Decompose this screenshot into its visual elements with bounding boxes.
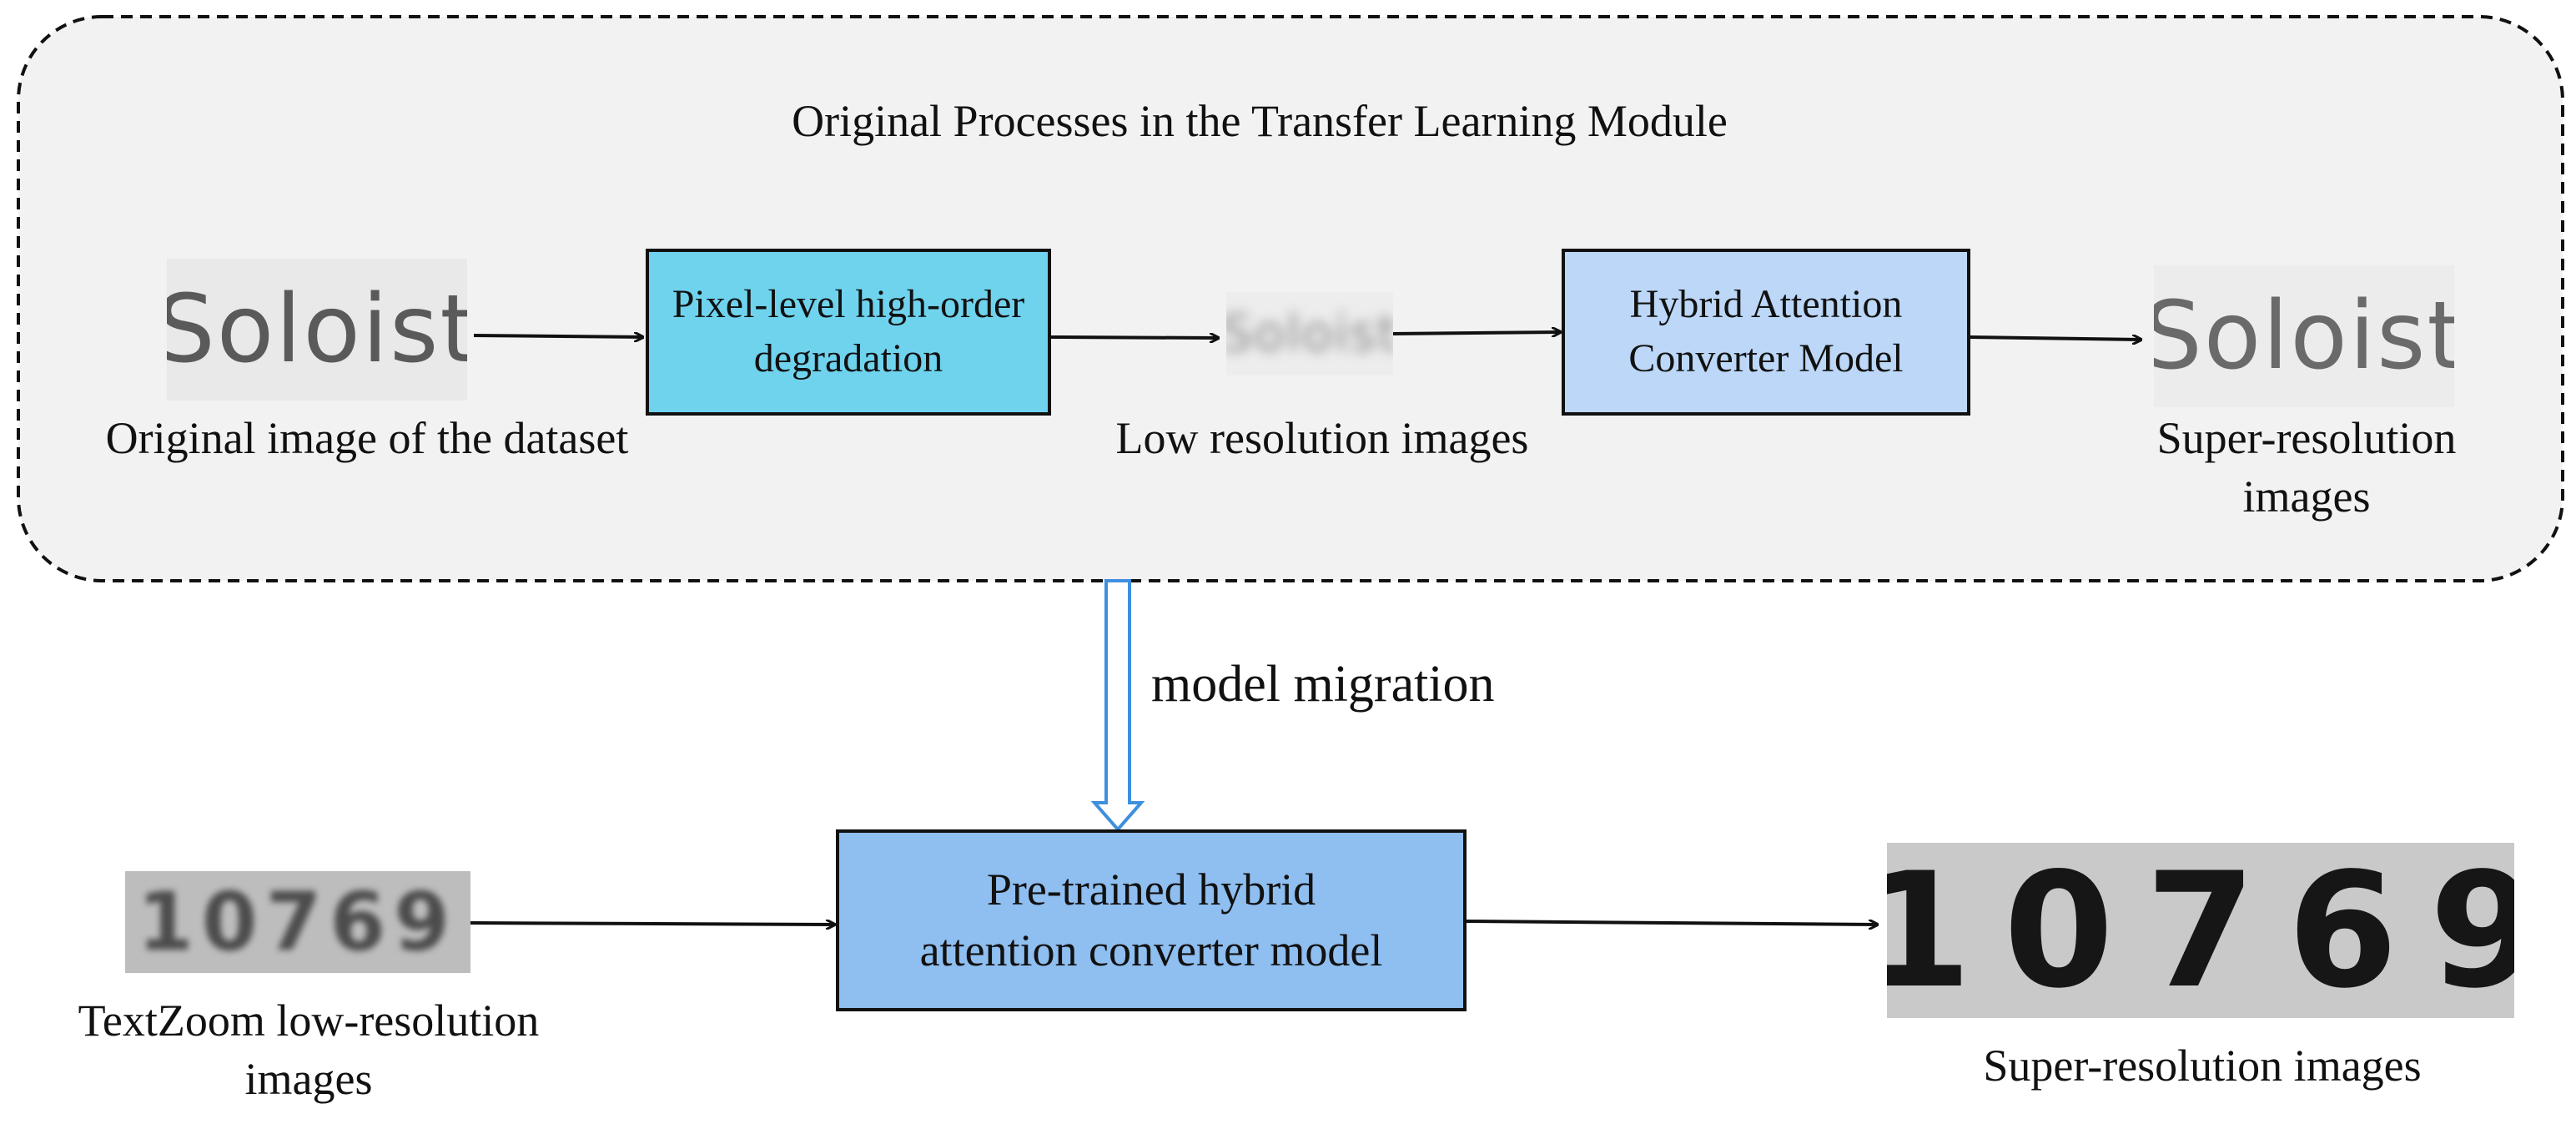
arrow-degradation-to-lowres [1050,337,1218,338]
migration-arrow [1090,579,1145,833]
hybrid-box-line2: Converter Model [1628,336,1904,381]
textzoom-label-line2: images [244,1054,373,1105]
low-resolution-word: Soloist [1226,305,1393,363]
super-resolution-label-top: Super-resolution images [2102,409,2511,526]
degradation-box: Pixel-level high-order degradation [646,249,1051,416]
hybrid-attention-box: Hybrid Attention Converter Model [1562,249,1970,416]
original-image-sample: Soloist [167,259,467,401]
textzoom-label-line1: TextZoom low-resolution [78,995,540,1046]
original-image-label: Original image of the dataset [105,413,629,463]
arrow-textzoom-to-pretrained [470,923,834,925]
textzoom-label: TextZoom low-resolution images [17,991,601,1108]
arrow-original-to-degradation [473,335,642,337]
textzoom-low-res-sample: 10769 [125,871,470,973]
super-resolution-sample-top: Soloist [2154,265,2454,407]
module-title: Original Processes in the Transfer Learn… [792,96,1728,146]
super-resolution-digits: 10769 [1887,843,2514,1018]
pretrained-box-line2: attention converter model [919,925,1383,975]
pretrained-box-line1: Pre-trained hybrid [986,864,1316,915]
arrow-pretrained-to-sr [1466,921,1877,925]
original-image-word: Soloist [167,275,467,384]
super-resolution-sample-bottom: 10769 [1887,843,2514,1018]
super-resolution-label-bottom: Super-resolution images [1983,1041,2422,1091]
low-resolution-label: Low resolution images [1115,413,1529,463]
degradation-box-text: Pixel-level high-order degradation [672,282,1025,381]
low-resolution-sample: Soloist [1226,292,1393,375]
arrow-hybrid-to-sr [1970,337,2141,340]
pretrained-model-box: Pre-trained hybrid attention converter m… [836,829,1467,1011]
sr-label-line1: Super-resolution [2156,413,2457,463]
textzoom-digits: 10769 [138,875,458,969]
model-migration-label: model migration [1151,656,1495,713]
sr-label-line2: images [2242,471,2371,522]
super-resolution-word: Soloist [2154,282,2454,391]
hybrid-box-line1: Hybrid Attention [1629,282,1903,327]
arrow-lowres-to-hybrid [1391,332,1560,334]
